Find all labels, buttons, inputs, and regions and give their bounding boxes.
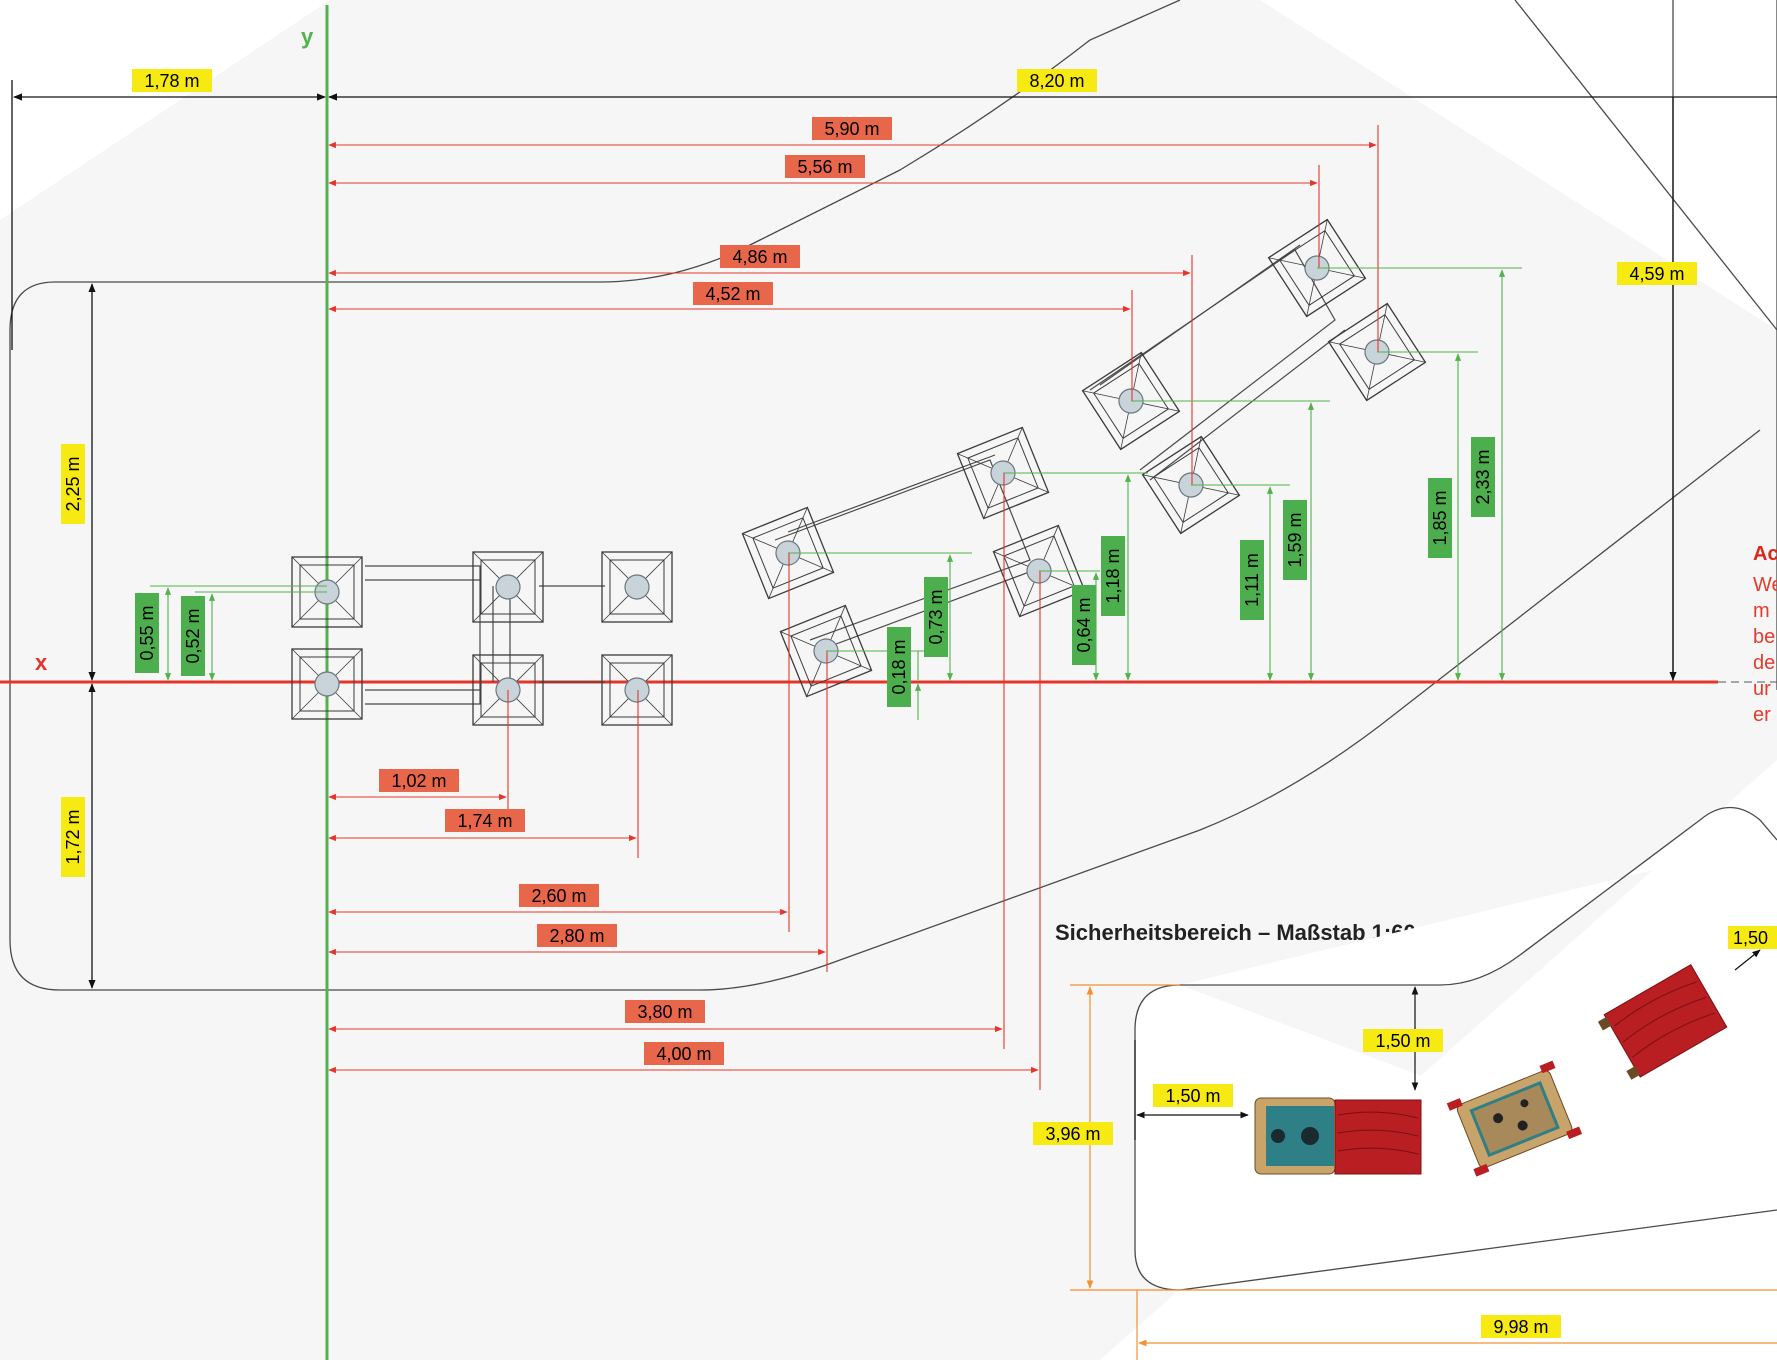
dim-text: 8,20 m <box>1029 71 1084 91</box>
dim-text: 3,80 m <box>637 1002 692 1022</box>
note-line: be <box>1753 626 1775 648</box>
inset-title: Sicherheitsbereich – Maßstab 1:60 <box>1055 920 1416 945</box>
dim-label-055: 0,55 m <box>135 593 159 673</box>
dim-label-400: 4,00 m <box>644 1042 724 1065</box>
note-text: Ac We m be de ur er <box>1753 543 1777 726</box>
dim-text: 4,00 m <box>656 1044 711 1064</box>
black-dimensions <box>11 80 1777 989</box>
dim-text: 4,59 m <box>1629 264 1684 284</box>
note-line: We <box>1753 574 1777 596</box>
dim-text: 1,50 <box>1733 928 1768 948</box>
dim-text: 1,18 m <box>1103 548 1123 603</box>
dim-label-280: 2,80 m <box>537 924 617 947</box>
dim-label-590: 5,90 m <box>812 117 892 140</box>
dim-label-073: 0,73 m <box>924 577 948 657</box>
inset-width-label: 9,98 m <box>1481 1315 1561 1338</box>
dim-label-052: 0,52 m <box>181 596 205 676</box>
train-wagon-2 <box>1446 1060 1583 1177</box>
dim-label-174: 1,74 m <box>445 809 525 832</box>
x-axis: x <box>0 650 1777 684</box>
dim-label-102: 1,02 m <box>379 769 459 792</box>
dim-label-total-width: 8,20 m <box>1017 69 1097 92</box>
x-axis-label: x <box>35 650 48 675</box>
dim-text: 0,18 m <box>889 639 909 694</box>
inset-right-clearance-label: 1,50 <box>1728 926 1777 949</box>
dim-text: 1,11 m <box>1242 553 1262 607</box>
train-wagon-1 <box>1254 1097 1422 1175</box>
dim-text: 1,50 m <box>1165 1086 1220 1106</box>
dim-text: 0,73 m <box>926 589 946 644</box>
note-line: ur <box>1753 678 1771 700</box>
red-dimensions <box>328 125 1379 1090</box>
train-wagon-3 <box>1597 964 1728 1080</box>
dim-text: 2,33 m <box>1473 449 1493 504</box>
dim-label-018: 0,18 m <box>887 627 911 707</box>
dim-label-064: 0,64 m <box>1072 585 1096 665</box>
dim-text: 1,74 m <box>457 811 512 831</box>
inset-left-clearance-label: 1,50 m <box>1153 1084 1233 1107</box>
dim-text: 1,78 m <box>144 71 199 91</box>
dim-text: 5,56 m <box>797 157 852 177</box>
dim-text: 2,60 m <box>531 886 586 906</box>
dim-text: 0,55 m <box>137 605 157 660</box>
note-line: m <box>1753 600 1770 622</box>
dim-text: 5,90 m <box>824 119 879 139</box>
dim-label-111: 1,11 m <box>1240 540 1264 620</box>
red-dimension-labels: 5,90 m 5,56 m 4,86 m 4,52 m 1,02 m 1,74 … <box>379 117 892 1065</box>
note-line: er <box>1753 704 1771 726</box>
safety-area-inset: Sicherheitsbereich – Maßstab 1:60 <box>1033 807 1777 1360</box>
dim-label-right-height: 4,59 m <box>1617 262 1697 285</box>
dim-text: 1,50 m <box>1375 1031 1430 1051</box>
dim-label-lower-depth: 1,72 m <box>61 797 85 877</box>
dim-label-left-offset: 1,78 m <box>132 69 212 92</box>
dim-text: 1,02 m <box>391 771 446 791</box>
dim-label-380: 3,80 m <box>625 1000 705 1023</box>
y-axis-label: y <box>301 24 314 49</box>
dim-text: 4,52 m <box>705 284 760 304</box>
dim-label-upper-depth: 2,25 m <box>61 444 85 524</box>
dim-label-556: 5,56 m <box>785 155 865 178</box>
dim-text: 1,85 m <box>1430 490 1450 545</box>
inset-height-label: 3,96 m <box>1033 1122 1113 1145</box>
yellow-dimension-labels: 1,78 m 8,20 m 4,59 m 2,25 m 1,72 m <box>61 69 1697 877</box>
dim-label-118: 1,18 m <box>1101 536 1125 616</box>
dim-text: 1,59 m <box>1285 512 1305 567</box>
dim-text: 4,86 m <box>732 247 787 267</box>
note-line: de <box>1753 652 1775 674</box>
dim-text: 2,80 m <box>549 926 604 946</box>
dim-text: 9,98 m <box>1493 1317 1548 1337</box>
dim-text: 0,64 m <box>1074 597 1094 652</box>
dim-label-233: 2,33 m <box>1471 437 1495 517</box>
dim-text: 0,52 m <box>183 608 203 663</box>
dim-text: 3,96 m <box>1045 1124 1100 1144</box>
dim-label-260: 2,60 m <box>519 884 599 907</box>
dim-text: 1,72 m <box>63 809 83 864</box>
dim-label-452: 4,52 m <box>693 282 773 305</box>
note-heading: Ac <box>1753 543 1777 565</box>
dim-label-486: 4,86 m <box>720 245 800 268</box>
dim-label-185: 1,85 m <box>1428 478 1452 558</box>
dim-text: 2,25 m <box>63 456 83 511</box>
inset-top-clearance-label: 1,50 m <box>1363 1029 1443 1052</box>
green-dimensions <box>150 267 1522 720</box>
green-dimension-labels: 0,55 m 0,52 m 0,18 m 0,73 m 0,64 m 1,18 … <box>135 437 1495 707</box>
dim-label-159: 1,59 m <box>1283 500 1307 580</box>
